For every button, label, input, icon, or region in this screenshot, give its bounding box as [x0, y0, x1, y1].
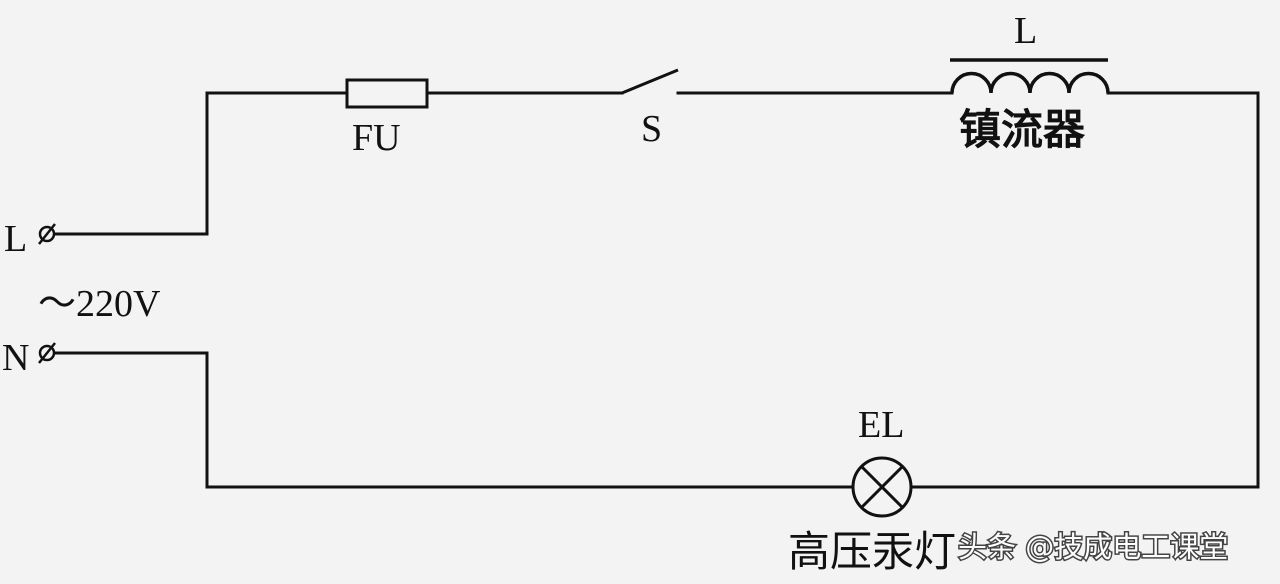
- ballast-name-label: 镇流器: [959, 105, 1086, 154]
- lamp-name-label: 高压汞灯: [788, 527, 956, 576]
- ballast-inductor-icon: [950, 58, 1110, 94]
- lamp-circle: [851, 456, 913, 518]
- fuse-label: FU: [352, 117, 401, 159]
- terminal-neutral: [38, 342, 56, 364]
- lamp-cross-b: [860, 465, 904, 509]
- supply-voltage-label: ～220V: [38, 283, 161, 325]
- terminal-slash-icon: [38, 223, 56, 245]
- switch-label: S: [641, 108, 662, 150]
- neutral-terminal-label: N: [2, 337, 29, 379]
- live-terminal-label: L: [4, 218, 27, 260]
- terminal-live: [38, 223, 56, 245]
- inductor-coil: [950, 71, 1110, 94]
- terminal-slash-icon: [38, 342, 56, 364]
- switch-blade-icon: [621, 68, 679, 95]
- lamp-symbol-icon: [851, 456, 913, 518]
- wiring: [53, 91, 1260, 489]
- ballast-symbol-label: L: [1014, 10, 1037, 52]
- fuse-symbol-icon: [345, 78, 429, 109]
- terminal-circle-icon: [38, 225, 56, 243]
- lamp-symbol-label: EL: [858, 404, 904, 446]
- terminal-circle-icon: [38, 344, 56, 362]
- watermark-text: 头条 @技成电工课堂: [958, 530, 1228, 564]
